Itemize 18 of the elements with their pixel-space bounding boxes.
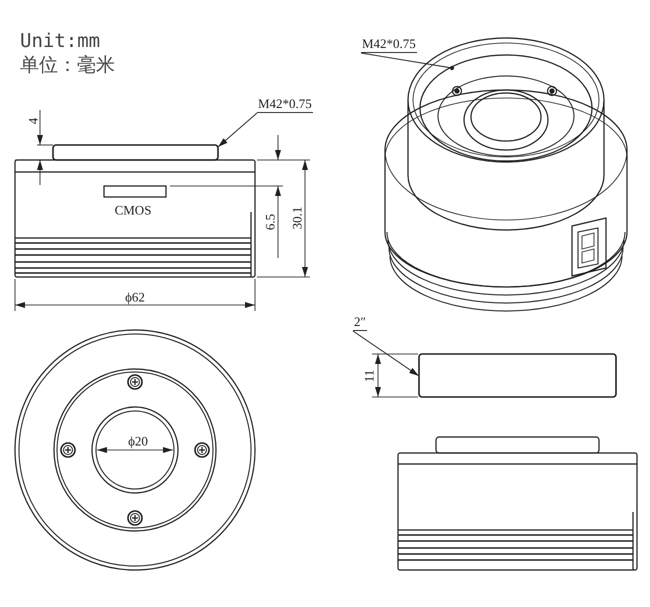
adapter-callout: 2″ xyxy=(353,315,367,331)
leader-line xyxy=(360,52,454,70)
unit-note: Unit:mm xyxy=(20,32,100,51)
part-label: CMOS xyxy=(114,204,152,216)
unit-note: 单位：毫米 xyxy=(20,56,115,75)
thread-ring xyxy=(52,144,219,161)
leader-line xyxy=(352,330,420,376)
thread-callout: M42*0.75 xyxy=(257,97,313,113)
leader-line xyxy=(218,112,258,148)
inner-thread xyxy=(419,54,593,162)
dimension-label: ϕ62 xyxy=(125,290,145,304)
dimension-label: 4 xyxy=(26,118,40,124)
dimension-label: 11 xyxy=(362,370,376,382)
dimension-label: 6.5 xyxy=(264,214,276,230)
thread-callout: M42*0.75 xyxy=(361,37,417,53)
dimension-label: ϕ20 xyxy=(128,434,148,448)
adapter-ring xyxy=(418,353,617,398)
dimension-label: 30.1 xyxy=(290,206,304,230)
